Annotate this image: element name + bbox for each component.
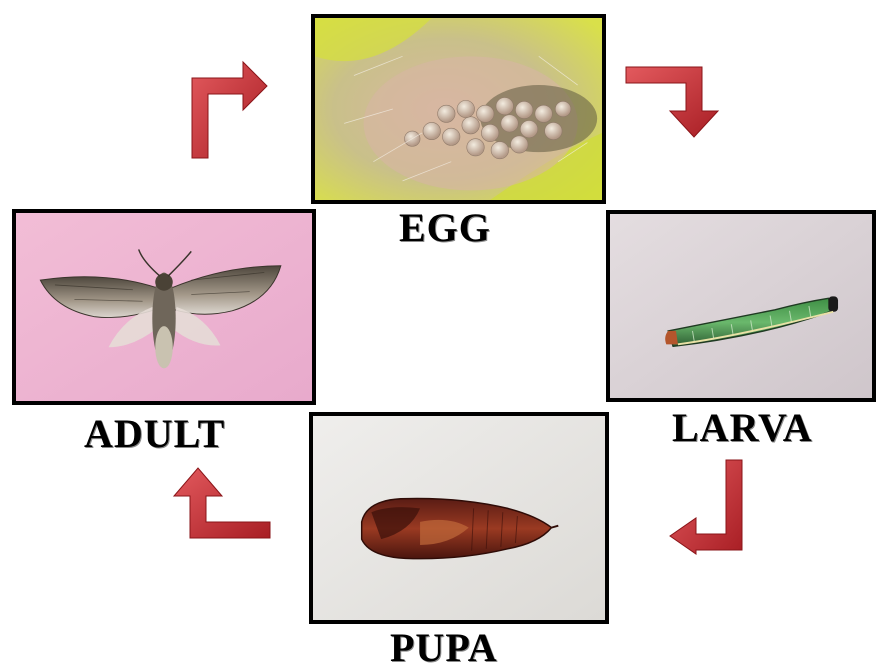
- larva-label: LARVA: [672, 408, 813, 448]
- arrow-egg-to-larva-icon: [624, 63, 724, 139]
- pupa-photo-icon: [313, 416, 605, 620]
- egg-label: EGG: [399, 208, 491, 248]
- adult-label: ADULT: [84, 414, 225, 454]
- arrow-larva-to-pupa-icon: [668, 458, 746, 556]
- pupa-photo: [309, 412, 609, 624]
- eggs-photo-icon: [315, 18, 602, 200]
- arrow-adult-to-egg-icon: [187, 58, 269, 160]
- moth-photo-icon: [16, 213, 312, 401]
- adult-photo: [12, 209, 316, 405]
- arrow-pupa-to-adult-icon: [172, 466, 272, 542]
- egg-photo: [311, 14, 606, 204]
- larva-photo: [606, 210, 876, 402]
- caterpillar-photo-icon: [610, 214, 872, 398]
- pupa-label: PUPA: [390, 628, 498, 668]
